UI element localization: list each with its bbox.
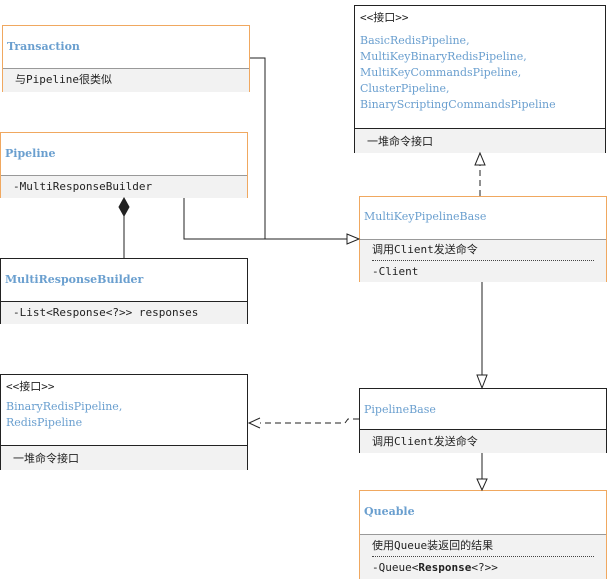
pipeline-base-method: 调用Client发送命令 xyxy=(372,435,478,448)
left-interface-box: <<接口>> BinaryRedisPipeline, RedisPipelin… xyxy=(0,374,248,470)
left-interface-realization-line xyxy=(260,418,359,424)
multikey-pipeline-base-class: MultiKeyPipelineBase 调用Client发送命令 -Clien… xyxy=(359,196,607,282)
pipeline-base-class: PipelineBase 调用Client发送命令 xyxy=(359,388,607,453)
pipeline-inheritance-line xyxy=(183,198,347,240)
queable-method: 使用Queue装返回的结果 xyxy=(372,539,494,552)
realization-arrowhead xyxy=(474,151,486,166)
queable-field: -Queue<Response<?>> xyxy=(372,556,594,579)
multi-response-builder-field: -List<Response<?>> responses xyxy=(13,306,199,319)
inheritance-arrowhead xyxy=(346,233,361,245)
top-interface-box: <<接口>> BasicRedisPipeline, MultiKeyBinar… xyxy=(354,5,606,153)
interface-name: MultiKeyBinaryRedisPipeline, xyxy=(360,50,527,63)
left-interface-stereotype: <<接口>> xyxy=(6,380,55,393)
transaction-note: 与Pipeline很类似 xyxy=(15,73,112,86)
multikey-field: -Client xyxy=(372,260,594,283)
queable-class: Queable 使用Queue装返回的结果 -Queue<Response<?>… xyxy=(359,490,607,579)
top-interface-stereotype: <<接口>> xyxy=(360,11,409,24)
multi-response-builder-class-name: MultiResponseBuilder xyxy=(5,273,144,286)
top-interface-member: 一堆命令接口 xyxy=(367,135,433,148)
multi-response-builder-class: MultiResponseBuilder -List<Response<?>> … xyxy=(0,258,248,324)
interface-name: MultiKeyCommandsPipeline, xyxy=(360,66,522,79)
queable-name: Queable xyxy=(364,505,415,518)
interface-name: BinaryScriptingCommandsPipeline xyxy=(360,98,556,111)
multikey-pipeline-base-name: MultiKeyPipelineBase xyxy=(364,210,487,223)
transaction-inheritance-line xyxy=(250,57,266,239)
interface-name: BinaryRedisPipeline, xyxy=(6,400,123,413)
interface-name: BasicRedisPipeline, xyxy=(360,34,470,47)
interface-name: ClusterPipeline, xyxy=(360,82,450,95)
multikey-method: 调用Client发送命令 xyxy=(372,243,478,256)
pipeline-class-name: Pipeline xyxy=(5,147,56,160)
composition-diamond xyxy=(118,196,130,218)
interface-name: RedisPipeline xyxy=(6,416,83,429)
pipeline-field: -MultiResponseBuilder xyxy=(13,180,153,193)
left-interface-member: 一堆命令接口 xyxy=(13,452,79,465)
pipeline-base-name: PipelineBase xyxy=(364,403,436,416)
pipeline-class: Pipeline -MultiResponseBuilder xyxy=(0,132,248,198)
transaction-class-name: Transaction xyxy=(7,40,80,53)
realization-arrowhead xyxy=(247,417,261,429)
inheritance-arrowhead xyxy=(476,478,488,492)
transaction-class: Transaction 与Pipeline很类似 xyxy=(2,25,250,92)
inheritance-arrowhead xyxy=(476,374,488,390)
